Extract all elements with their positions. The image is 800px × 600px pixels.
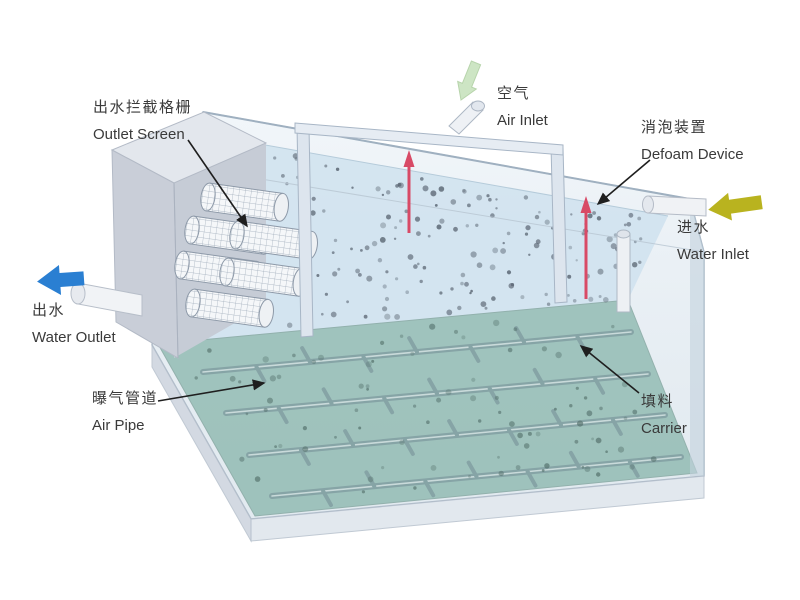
water-inlet-pipe: [642, 195, 707, 217]
tank-right-wall: [690, 199, 704, 476]
frame-top-beam: [294, 122, 564, 156]
spray-arrow-head-right: [580, 196, 592, 213]
label-air-pipe-en: Air Pipe: [92, 417, 145, 434]
defoam-spray-arrows: [403, 150, 592, 299]
label-air-pipe: 曝气管道 Air Pipe: [92, 385, 158, 439]
label-air-inlet-zh: 空气: [497, 85, 531, 102]
air-inlet-pipe: [448, 100, 485, 135]
leader-carrier: [579, 344, 640, 394]
label-air-pipe-zh: 曝气管道: [92, 390, 159, 407]
spray-arrow-head-left: [403, 150, 415, 167]
defoam-pipe-body: [616, 233, 631, 313]
tank-left-base: [151, 343, 252, 543]
label-air-inlet: 空气 Air Inlet: [497, 80, 548, 134]
leader-lines: [157, 139, 651, 402]
inlet-pipe-end: [642, 195, 654, 214]
water-outlet-pipe: [70, 282, 143, 317]
water-outlet-arrow: [37, 265, 85, 295]
waterline: [213, 135, 669, 217]
tank-body: [151, 111, 705, 543]
back-rim-edge: [202, 111, 691, 200]
air-pipe-grid: [200, 326, 684, 508]
label-carrier-zh: 填料: [641, 393, 675, 410]
support-frame: [294, 100, 568, 338]
label-outlet-screen-zh: 出水拦截格栅: [93, 99, 193, 116]
leader-defoam-device: [596, 159, 651, 206]
label-defoam-device-zh: 消泡装置: [641, 119, 708, 136]
label-defoam-device: 消泡装置 Defoam Device: [641, 114, 744, 168]
label-water-outlet-zh: 出水: [32, 302, 66, 319]
inlet-pipe-body: [647, 195, 707, 217]
chamber-front-face: [111, 149, 179, 359]
label-water-inlet: 进水 Water Inlet: [677, 214, 749, 268]
label-water-outlet-en: Water Outlet: [32, 329, 116, 346]
label-carrier-en: Carrier: [641, 420, 687, 437]
screen-cylinder: [185, 288, 274, 328]
leader-outlet-screen: [187, 139, 248, 228]
air-inlet-arrow: [457, 60, 482, 101]
label-carrier: 填料 Carrier: [641, 388, 687, 442]
label-defoam-device-en: Defoam Device: [641, 146, 744, 163]
air-pipe-opening: [471, 100, 485, 112]
carrier-dots-floor: [194, 319, 657, 494]
label-air-inlet-en: Air Inlet: [497, 112, 548, 129]
leader-air-pipe: [157, 379, 266, 402]
label-outlet-screen-en: Outlet Screen: [93, 126, 185, 143]
label-outlet-screen: 出水拦截格栅 Outlet Screen: [93, 94, 192, 148]
label-water-inlet-en: Water Inlet: [677, 246, 749, 263]
defoam-pipe-top: [616, 229, 631, 239]
water-inlet-arrow: [708, 192, 763, 221]
label-water-inlet-zh: 进水: [677, 219, 711, 236]
label-water-outlet: 出水 Water Outlet: [32, 297, 116, 351]
defoam-pipe: [616, 229, 631, 313]
